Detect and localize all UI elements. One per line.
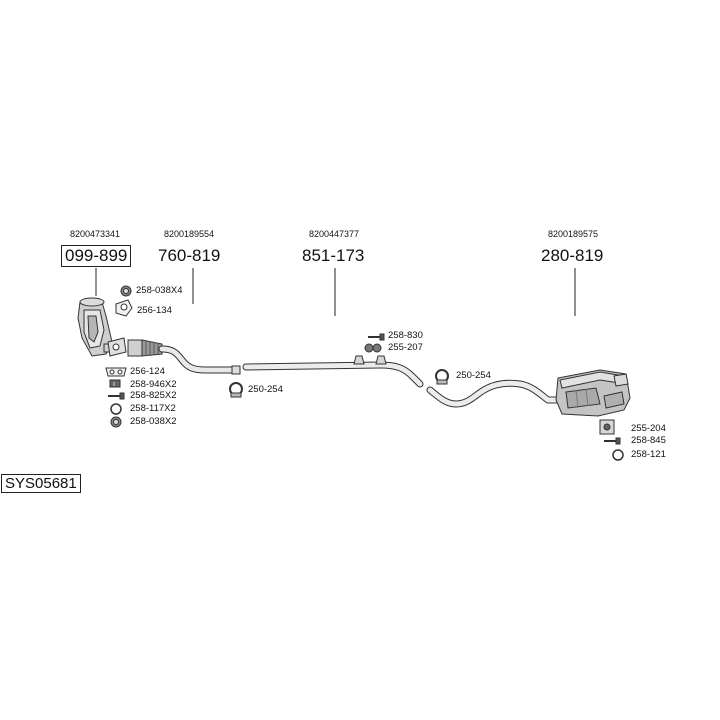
fitting-bolts-b[interactable]: 258-825X2	[130, 390, 177, 401]
cat-gasket-shape	[115, 299, 133, 317]
oem-number-mid-pipe: 8200447377	[309, 229, 360, 239]
clamp-1-shape	[229, 382, 243, 398]
bolts-b-shape	[108, 392, 125, 400]
rear-silencer-shape	[555, 369, 631, 417]
front-pipe-flange	[107, 337, 163, 357]
fitting-ring-rear[interactable]: 258-121	[631, 449, 666, 460]
cat-clamp-shape	[120, 285, 132, 297]
part-number-mid-pipe[interactable]: 851-173	[302, 246, 365, 265]
nut-a-shape	[110, 416, 122, 428]
part-number-front-pipe[interactable]: 760-819	[158, 246, 221, 265]
hanger-rear-shape	[599, 419, 615, 435]
fitting-ring-a[interactable]: 258-117X2	[130, 403, 176, 414]
ring-rear-shape	[612, 449, 624, 461]
fitting-nut-a[interactable]: 258-038X2	[130, 416, 177, 427]
hanger-mid-shape	[364, 343, 382, 353]
bolt-rear-shape	[604, 437, 621, 445]
fitting-bolts-a[interactable]: 258-946X2	[130, 379, 177, 390]
oem-number-rear-silencer: 8200189575	[548, 229, 599, 239]
bolt-mid-shape	[368, 333, 385, 341]
bolts-a-shape	[109, 379, 121, 388]
ring-a-shape	[110, 403, 122, 415]
fitting-cat-clamp[interactable]: 258-038X4	[136, 285, 183, 296]
fitting-clamp-2[interactable]: 250-254	[456, 370, 491, 381]
part-number-cat[interactable]: 099-899	[61, 245, 132, 267]
fitting-clamp-1[interactable]: 250-254	[248, 384, 283, 395]
oem-number-cat: 8200473341	[70, 229, 121, 239]
fitting-hanger-mid[interactable]: 255-207	[388, 342, 423, 353]
fitting-bolt-mid[interactable]: 258-830	[388, 330, 423, 341]
system-code: SYS05681	[1, 474, 81, 493]
catalytic-converter	[77, 297, 121, 357]
oem-number-front-pipe: 8200189554	[164, 229, 215, 239]
flange-gasket-shape	[105, 367, 127, 377]
fitting-flange-gasket[interactable]: 256-124	[130, 366, 165, 377]
fitting-hanger-rear[interactable]: 255-204	[631, 423, 666, 434]
fitting-bolt-rear[interactable]: 258-845	[631, 435, 666, 446]
fitting-cat-gasket[interactable]: 256-134	[137, 305, 172, 316]
mid-pipe-hangers	[353, 355, 387, 365]
part-number-rear-silencer[interactable]: 280-819	[541, 246, 604, 265]
clamp-2-shape	[435, 369, 449, 385]
